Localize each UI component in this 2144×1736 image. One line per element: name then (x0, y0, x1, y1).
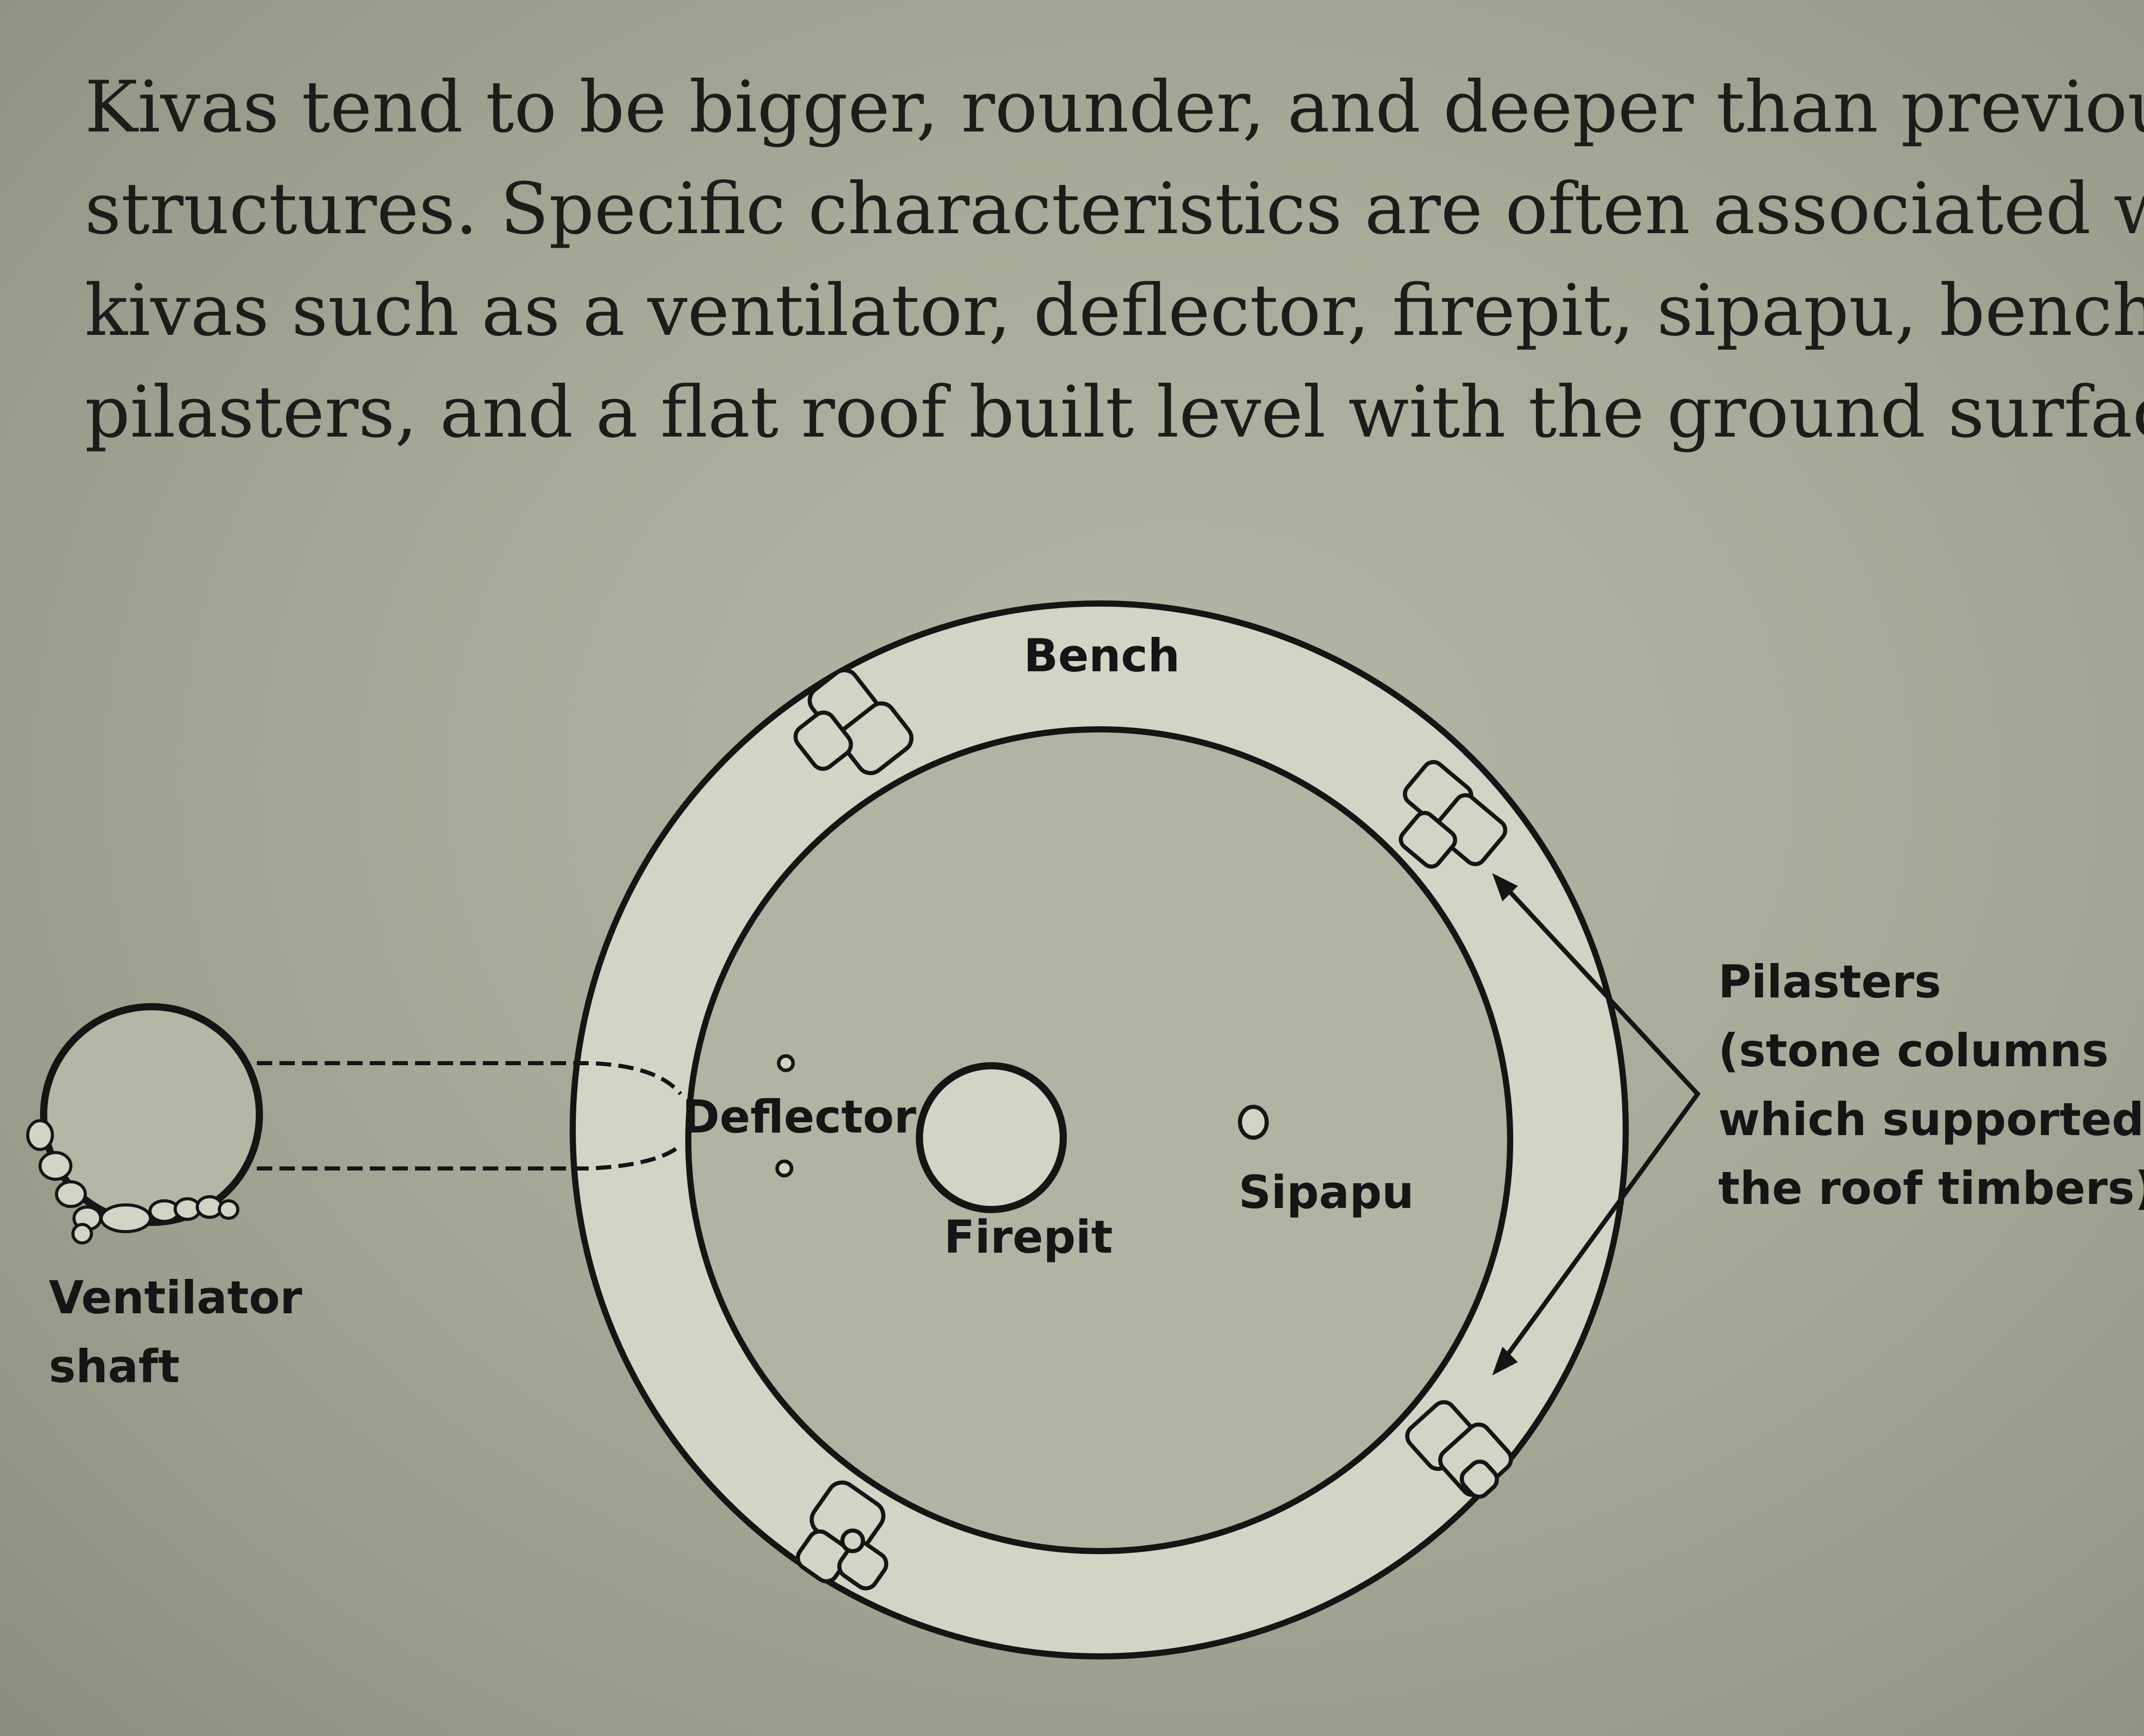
sipapu-hole (1238, 1105, 1269, 1140)
intro-line: structures. Specific characteristics are… (85, 167, 2144, 250)
deflector-post-top (777, 1054, 795, 1072)
pilaster-top-left (793, 668, 914, 776)
pilasters-label-line: Pilasters (1718, 955, 1942, 1008)
intro-paragraph: Kivas tend to be bigger, rounder, and de… (85, 56, 2144, 463)
sipapu-label: Sipapu (1238, 1166, 1414, 1219)
ventilator-shaft-label: Ventilator shaft (49, 1263, 302, 1401)
intro-line: kivas such as a ventilator, deflector, f… (85, 269, 2144, 352)
ventilator-tunnel (257, 1061, 683, 1171)
pilasters-label: Pilasters (stone columns which supported… (1718, 948, 2144, 1223)
ventilator-label-line: shaft (49, 1340, 180, 1393)
ventilator-label-line: Ventilator (49, 1271, 303, 1324)
intro-line: Kivas tend to be bigger, rounder, and de… (85, 66, 2144, 148)
arrowhead-down-icon (1492, 1347, 1518, 1375)
bench-label: Bench (1023, 629, 1180, 682)
pilasters-label-line: (stone columns (1718, 1024, 2109, 1077)
pilaster-bottom-left (796, 1480, 889, 1591)
pilasters-label-line: which supported (1718, 1093, 2144, 1146)
firepit-label: Firepit (944, 1211, 1113, 1263)
ventilator-stones (26, 1119, 239, 1244)
intro-line: pilasters, and a flat roof built level w… (85, 371, 2144, 454)
deflector-label: Deflector (682, 1090, 916, 1143)
pilaster-arrows (1495, 876, 1701, 1370)
pilaster-bottom-right (1405, 1400, 1513, 1499)
ventilator-shaft-circle (40, 1003, 263, 1226)
deflector-post-bottom (775, 1159, 794, 1178)
arrowhead-up-icon (1492, 873, 1518, 901)
firepit-circle (916, 1062, 1067, 1213)
pilaster-top-right (1399, 760, 1508, 869)
pilasters-label-line: the roof timbers) (1718, 1162, 2144, 1215)
kiva-floor (685, 726, 1513, 1554)
